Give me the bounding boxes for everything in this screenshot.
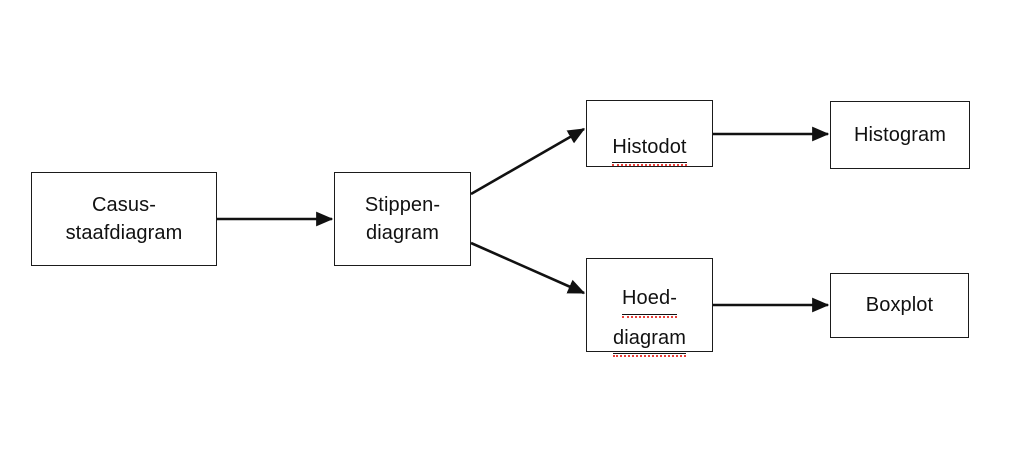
node-hoed-diagram[interactable]: Hoed- diagram [586, 256, 713, 358]
node-label: Stippen- diagram [364, 193, 441, 244]
node-casus-staafdiagram[interactable]: Casus- staafdiagram [31, 172, 217, 266]
node-label-line-1: Histodot [612, 133, 687, 167]
edge-stippen-to-histodot [470, 127, 586, 196]
node-histodot[interactable]: Histodot [586, 100, 713, 167]
node-label: Boxplot [865, 294, 934, 317]
node-histogram[interactable]: Histogram [830, 101, 970, 169]
node-stippendiagram[interactable]: Stippen- diagram [334, 172, 471, 266]
node-label-line-2: diagram [613, 324, 686, 358]
edge-stippen-to-hoed [470, 241, 586, 295]
node-label-misspelled: Hoed- diagram [607, 256, 692, 358]
node-label: Histogram [853, 123, 947, 146]
node-boxplot[interactable]: Boxplot [830, 273, 969, 338]
node-label-misspelled: Histodot [606, 104, 692, 167]
node-label: Casus- staafdiagram [65, 193, 183, 244]
node-label-line-1: Hoed- [622, 284, 677, 319]
